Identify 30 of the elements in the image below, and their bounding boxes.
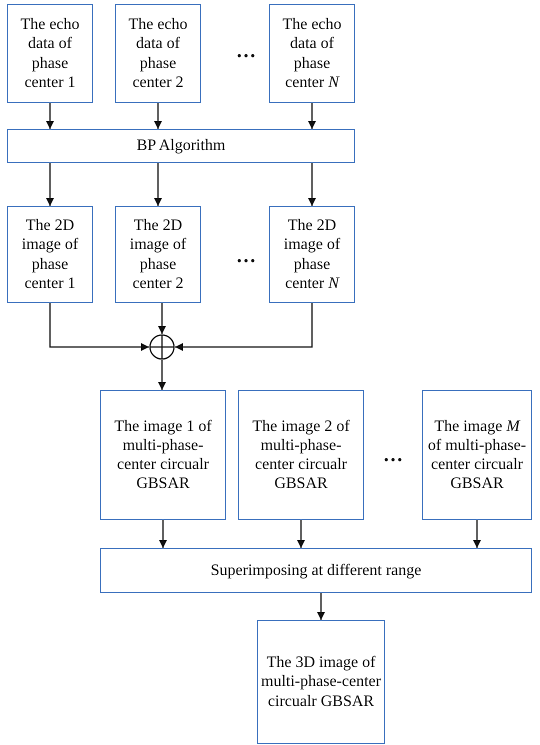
arrow — [175, 303, 313, 351]
process-box: The echo data of phase center 1 — [7, 4, 93, 103]
process-box: The 2D image of phase center 1 — [7, 206, 93, 303]
arrow — [46, 103, 54, 129]
arrow — [158, 360, 166, 390]
arrow — [159, 520, 167, 548]
arrow — [308, 103, 316, 129]
summation-junction — [149, 334, 175, 360]
arrow — [46, 163, 54, 206]
ellipsis: … — [236, 245, 256, 268]
process-box: The image 2 of multi-phase-center circualr GBSAR — [238, 390, 364, 520]
process-box: The 2D image of phase center 2 — [115, 206, 201, 303]
arrow — [49, 303, 149, 351]
process-box: The echo data of phase center 2 — [115, 4, 201, 103]
process-box: Superimposing at different range — [100, 548, 532, 593]
process-box: BP Algorithm — [7, 129, 355, 163]
arrow — [297, 520, 305, 548]
arrow — [308, 163, 316, 206]
ellipsis: … — [383, 444, 403, 467]
process-box: The 3D image of multi-phase-center circualr GBSAR — [257, 620, 385, 744]
arrow — [158, 303, 166, 334]
process-box: The echo data of phase center N — [269, 4, 355, 103]
arrow — [317, 593, 325, 620]
process-box: The image M of multi-phase-center circualr GBSAR — [422, 390, 532, 520]
ellipsis: … — [236, 40, 256, 63]
arrow — [473, 520, 481, 548]
arrow — [154, 163, 162, 206]
process-box: The 2D image of phase center N — [269, 206, 355, 303]
arrow — [154, 103, 162, 129]
process-box: The image 1 of multi-phase-center circualr GBSAR — [100, 390, 226, 520]
